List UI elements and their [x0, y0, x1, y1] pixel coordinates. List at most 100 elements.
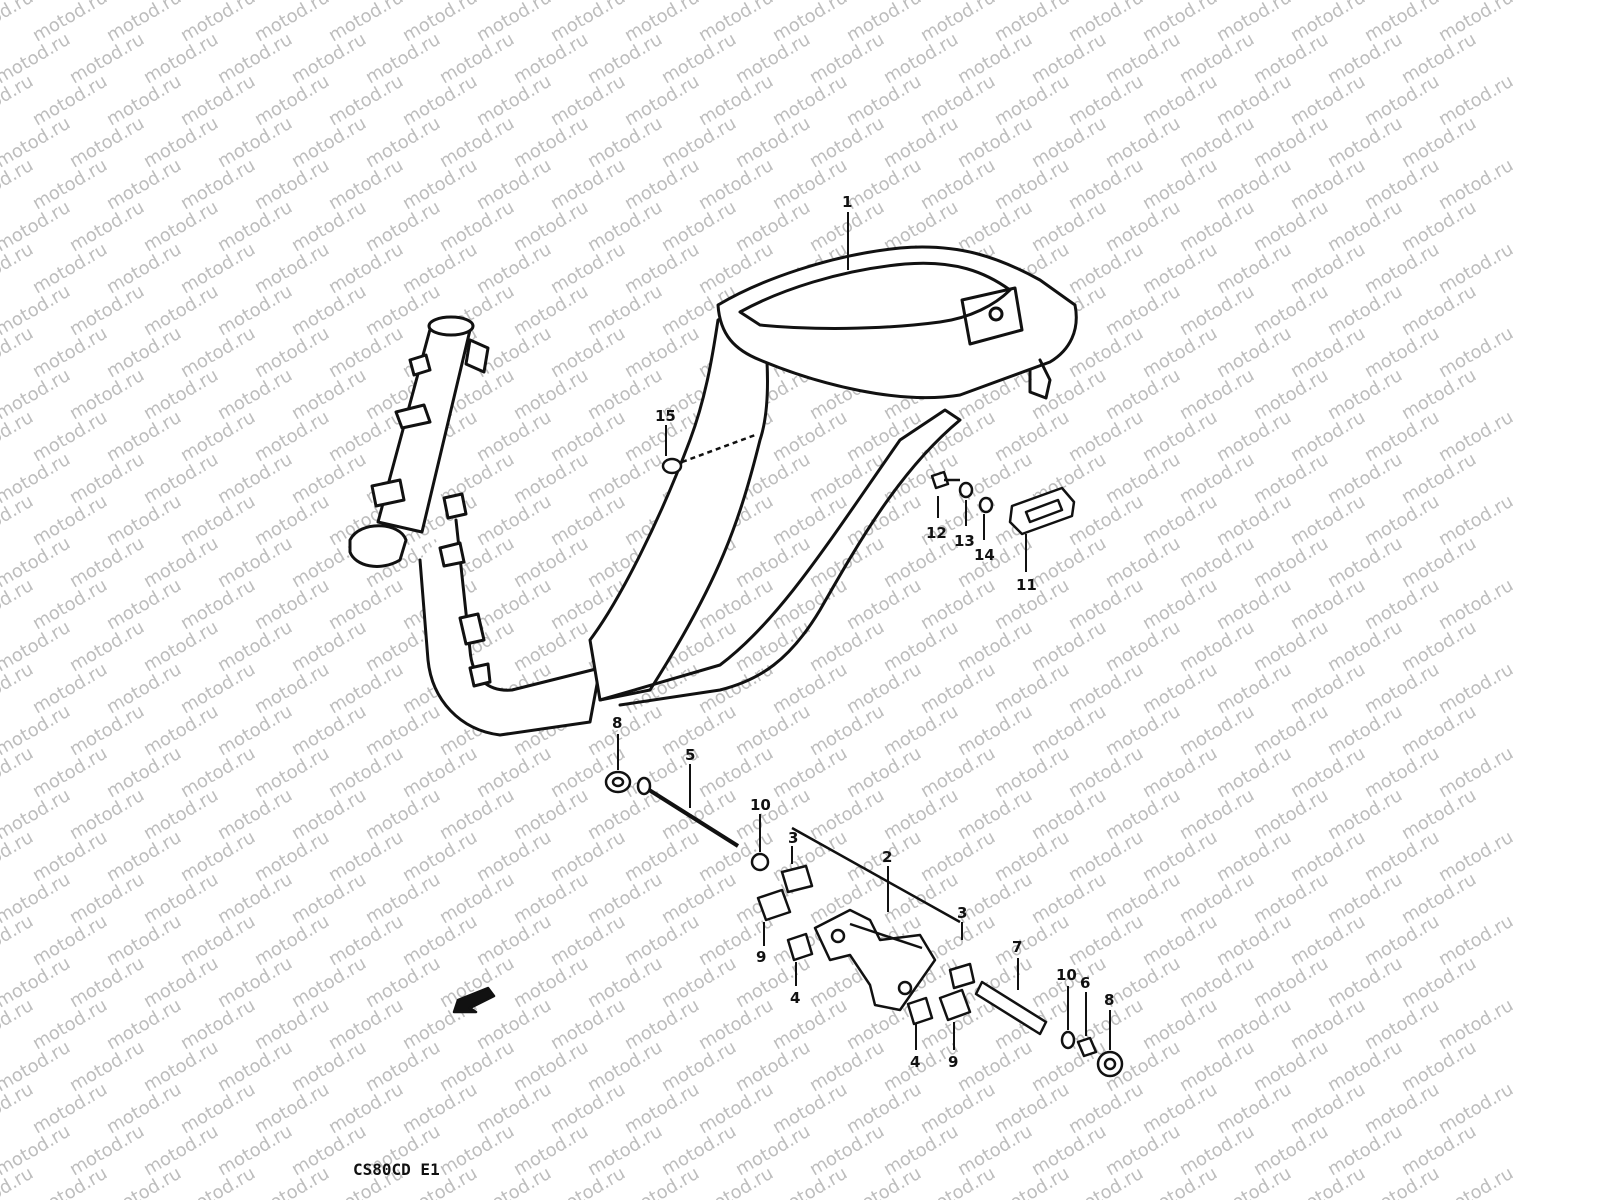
watermark-text: motod.ru — [251, 827, 333, 886]
watermark-text: motod.ru — [251, 575, 333, 634]
watermark-text: motod.ru — [1213, 575, 1295, 634]
watermark-text: motod.ru — [1287, 323, 1369, 382]
watermark-text: motod.ru — [288, 785, 370, 844]
watermark-text: motod.ru — [1435, 1079, 1517, 1138]
watermark-text: motod.ru — [917, 0, 999, 46]
callout-11: 11 — [1016, 576, 1037, 594]
watermark-text: motod.ru — [1398, 197, 1480, 256]
watermark-text: motod.ru — [1139, 911, 1221, 970]
watermark-text: motod.ru — [399, 155, 481, 214]
watermark-text: motod.ru — [1287, 0, 1369, 46]
watermark-text: motod.ru — [1213, 743, 1295, 802]
watermark-text: motod.ru — [288, 869, 370, 928]
watermark-text: motod.ru — [1139, 659, 1221, 718]
watermark-text: motod.ru — [1139, 239, 1221, 298]
down-tube-bracket-1 — [442, 492, 468, 520]
watermark-text: motod.ru — [1139, 1079, 1221, 1138]
watermark-text: motod.ru — [177, 71, 259, 130]
watermark-text: motod.ru — [214, 281, 296, 340]
watermark-text: motod.ru — [917, 827, 999, 886]
watermark-text: motod.ru — [843, 1079, 925, 1138]
watermark-text: motod.ru — [695, 1079, 777, 1138]
watermark-text: motod.ru — [1435, 743, 1517, 802]
watermark-text: motod.ru — [103, 659, 185, 718]
watermark-text: motod.ru — [66, 701, 148, 760]
watermark-text: motod.ru — [103, 827, 185, 886]
watermark-text: motod.ru — [621, 71, 703, 130]
watermark-text: motod.ru — [769, 1079, 851, 1138]
watermark-text: motod.ru — [1398, 617, 1480, 676]
watermark-text: motod.ru — [547, 827, 629, 886]
watermark-text: motod.ru — [991, 407, 1073, 466]
watermark-text: motod.ru — [66, 449, 148, 508]
watermark-text: motod.ru — [1102, 449, 1184, 508]
watermark-text: motod.ru — [362, 701, 444, 760]
watermark-text: motod.ru — [177, 0, 259, 46]
watermark-text: motod.ru — [66, 617, 148, 676]
watermark-text: motod.ru — [214, 785, 296, 844]
watermark-text: motod.ru — [732, 29, 814, 88]
watermark-text: motod.ru — [1324, 197, 1406, 256]
watermark-text: motod.ru — [1287, 995, 1369, 1054]
watermark-text: motod.ru — [769, 491, 851, 550]
part-2-group-line — [791, 826, 961, 924]
watermark-text: motod.ru — [251, 659, 333, 718]
watermark-text: motod.ru — [1213, 1079, 1295, 1138]
watermark-text: motod.ru — [1287, 1079, 1369, 1138]
watermark-text: motod.ru — [806, 785, 888, 844]
watermark-text: motod.ru — [510, 113, 592, 172]
watermark-text: motod.ru — [436, 1121, 518, 1180]
watermark-text: motod.ru — [917, 71, 999, 130]
watermark-text: motod.ru — [1324, 365, 1406, 424]
watermark-text: motod.ru — [66, 785, 148, 844]
watermark-text: motod.ru — [473, 575, 555, 634]
watermark-text: motod.ru — [658, 113, 740, 172]
watermark-text: motod.ru — [362, 953, 444, 1012]
watermark-text: motod.ru — [1065, 323, 1147, 382]
watermark-text: motod.ru — [991, 827, 1073, 886]
bracket-upper — [408, 353, 432, 377]
watermark-text: motod.ru — [325, 239, 407, 298]
watermark-text: motod.ru — [1324, 1037, 1406, 1096]
watermark-text: motod.ru — [954, 449, 1036, 508]
watermark-text: motod.ru — [436, 1037, 518, 1096]
watermark-text: motod.ru — [214, 197, 296, 256]
plate-hole — [988, 306, 1004, 322]
watermark-text: motod.ru — [954, 113, 1036, 172]
watermark-text: motod.ru — [214, 617, 296, 676]
watermark-text: motod.ru — [1102, 281, 1184, 340]
watermark-text: motod.ru — [29, 911, 111, 970]
watermark-text: motod.ru — [1028, 113, 1110, 172]
watermark-text: motod.ru — [806, 113, 888, 172]
part-14-washer — [978, 496, 994, 514]
watermark-text: motod.ru — [806, 29, 888, 88]
watermark-text: motod.ru — [1213, 0, 1295, 46]
watermark-text: motod.ru — [1250, 1037, 1332, 1096]
watermark-text: motod.ru — [103, 995, 185, 1054]
watermark-text: motod.ru — [510, 617, 592, 676]
watermark-text: motod.ru — [658, 953, 740, 1012]
watermark-layer: motod.rumotod.rumotod.rumotod.rumotod.ru… — [0, 0, 1517, 1200]
watermark-text: motod.ru — [103, 71, 185, 130]
watermark-text: motod.ru — [1065, 71, 1147, 130]
watermark-text: motod.ru — [214, 365, 296, 424]
watermark-text: motod.ru — [362, 1037, 444, 1096]
watermark-text: motod.ru — [1324, 1121, 1406, 1180]
watermark-text: motod.ru — [362, 113, 444, 172]
watermark-text: motod.ru — [399, 0, 481, 46]
watermark-text: motod.ru — [177, 407, 259, 466]
callout-12: 12 — [926, 524, 947, 542]
watermark-text: motod.ru — [584, 29, 666, 88]
watermark-text: motod.ru — [1176, 533, 1258, 592]
watermark-text: motod.ru — [510, 1121, 592, 1180]
down-tube-bracket-2 — [438, 541, 466, 568]
watermark-text: motod.ru — [1324, 953, 1406, 1012]
watermark-text: motod.ru — [584, 1037, 666, 1096]
watermark-text: motod.ru — [1361, 155, 1443, 214]
watermark-text: motod.ru — [325, 155, 407, 214]
watermark-text: motod.ru — [473, 407, 555, 466]
watermark-text: motod.ru — [1102, 785, 1184, 844]
watermark-text: motod.ru — [362, 869, 444, 928]
watermark-text: motod.ru — [1361, 659, 1443, 718]
watermark-text: motod.ru — [1361, 1079, 1443, 1138]
